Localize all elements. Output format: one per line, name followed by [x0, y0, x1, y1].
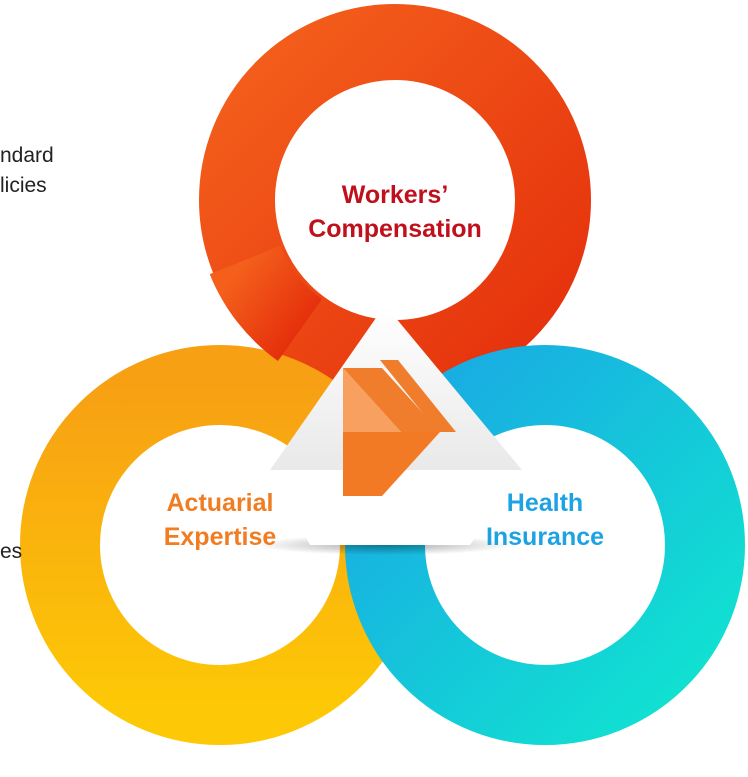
label-actuarial-expertise: Actuarial Expertise — [120, 486, 320, 554]
center-triangle-lower — [270, 470, 522, 545]
arrow-chevron-logo-icon — [343, 360, 456, 496]
label-actuarial-line2: Expertise — [163, 523, 277, 551]
label-workers-line2: Compensation — [308, 215, 482, 243]
label-health-insurance: Health Insurance — [445, 486, 645, 554]
label-health-line2: Insurance — [485, 523, 605, 551]
label-workers-compensation: Workers’ Compensation — [265, 178, 525, 246]
side-text-line-2: licies — [0, 174, 47, 197]
side-text-line-3: es — [0, 540, 23, 563]
ring-top-overlap — [209, 244, 323, 361]
label-health-line1: Health — [506, 489, 584, 517]
label-workers-line1: Workers’ — [341, 181, 449, 209]
side-text-line-1: ndard — [0, 144, 54, 167]
label-actuarial-line1: Actuarial — [166, 489, 274, 517]
